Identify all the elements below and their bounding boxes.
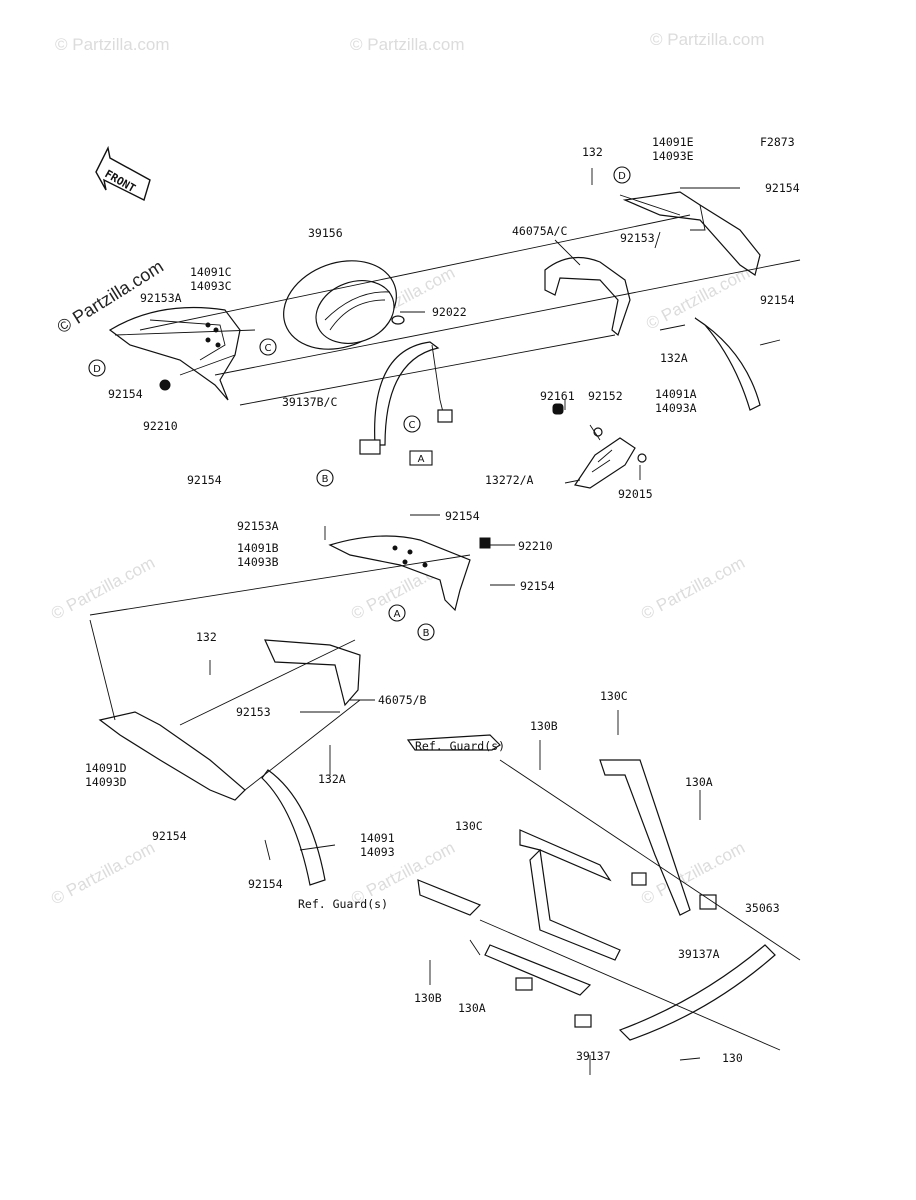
plate-13272a bbox=[552, 403, 647, 489]
part-label: 130 bbox=[722, 1051, 743, 1065]
part-label: 39137A bbox=[678, 947, 720, 961]
part-label: 92154 bbox=[152, 829, 187, 843]
part-label: 130C bbox=[600, 689, 628, 703]
ref-marker-c bbox=[259, 338, 277, 356]
part-label: 92154 bbox=[445, 509, 480, 523]
part-label: 14093A bbox=[655, 401, 697, 415]
part-label: 92154 bbox=[520, 579, 555, 593]
part-label: 92210 bbox=[518, 539, 553, 553]
part-label: Ref. Guard(s) bbox=[415, 739, 505, 753]
part-label: 39137 bbox=[576, 1049, 611, 1063]
guard-rail-upper bbox=[406, 734, 717, 961]
part-label: 92152 bbox=[588, 389, 623, 403]
cover-14091b bbox=[328, 535, 491, 612]
part-label: 92154 bbox=[187, 473, 222, 487]
strip-14091 bbox=[261, 769, 326, 886]
part-label: 130C bbox=[455, 819, 483, 833]
watermark: © Partzilla.com bbox=[55, 35, 170, 54]
strip-14091a bbox=[694, 317, 761, 411]
part-label: 14093B bbox=[237, 555, 279, 569]
backrest-frame-39137bc bbox=[359, 341, 453, 455]
watermark: © Partzilla.com bbox=[650, 30, 765, 49]
part-label: 14091D bbox=[85, 761, 127, 775]
ref-marker-c bbox=[403, 415, 421, 433]
part-label: 14091E bbox=[652, 135, 694, 149]
side-cover-14091c bbox=[108, 306, 241, 401]
svg-text:A: A bbox=[418, 454, 425, 465]
ref-marker-a bbox=[388, 604, 406, 622]
part-label: 14091B bbox=[237, 541, 279, 555]
part-label: 92154 bbox=[765, 181, 800, 195]
svg-text:D: D bbox=[618, 171, 626, 182]
ref-marker-d bbox=[88, 359, 106, 377]
part-label: 92153A bbox=[237, 519, 279, 533]
part-label: 13272/A bbox=[485, 473, 534, 487]
ref-markers: D D C C B A A B bbox=[88, 166, 631, 641]
part-label: 14093C bbox=[190, 279, 232, 293]
svg-text:B: B bbox=[423, 628, 430, 639]
guard-rail-lower bbox=[417, 879, 592, 1028]
part-label: 92210 bbox=[143, 419, 178, 433]
part-label: 132A bbox=[318, 772, 346, 786]
svg-text:C: C bbox=[409, 420, 416, 431]
part-label: 92154 bbox=[760, 293, 795, 307]
watermark: © Partzilla.com bbox=[638, 553, 748, 624]
part-label: 132A bbox=[660, 351, 688, 365]
guard-35063 bbox=[618, 944, 776, 1041]
svg-text:D: D bbox=[93, 364, 101, 375]
part-label: 130B bbox=[530, 719, 558, 733]
ref-marker-b bbox=[316, 469, 334, 487]
part-label: 130B bbox=[414, 991, 442, 1005]
part-label: 92015 bbox=[618, 487, 653, 501]
ref-marker-a bbox=[409, 450, 433, 466]
part-label: 92154 bbox=[248, 877, 283, 891]
part-label: 14091C bbox=[190, 265, 232, 279]
part-label: 92022 bbox=[432, 305, 467, 319]
part-label: 14093 bbox=[360, 845, 395, 859]
part-label: 132 bbox=[196, 630, 217, 644]
part-label: 92153 bbox=[620, 231, 655, 245]
part-label: 46075/B bbox=[378, 693, 427, 707]
part-label: 132 bbox=[582, 145, 603, 159]
part-label: 14093E bbox=[652, 149, 694, 163]
part-label: 130A bbox=[458, 1001, 486, 1015]
svg-text:A: A bbox=[394, 609, 401, 620]
watermark: © Partzilla.com bbox=[350, 35, 465, 54]
part-label: Ref. Guard(s) bbox=[298, 897, 388, 911]
seat-cushion-39156 bbox=[283, 260, 405, 350]
part-label: 92153A bbox=[140, 291, 182, 305]
ref-marker-b bbox=[417, 623, 435, 641]
part-label: 14093D bbox=[85, 775, 127, 789]
part-label: 92154 bbox=[108, 387, 143, 401]
ref-marker-d bbox=[613, 166, 631, 184]
watermark: © Partzilla.com bbox=[643, 263, 753, 334]
leader-lines bbox=[89, 168, 801, 1075]
part-label: 92153 bbox=[236, 705, 271, 719]
part-label: 46075A/C bbox=[512, 224, 567, 238]
front-arrow-icon: FRONT bbox=[95, 145, 151, 201]
side-cover-14091d bbox=[98, 711, 246, 801]
part-label: 39137B/C bbox=[282, 395, 337, 409]
svg-text:B: B bbox=[322, 474, 329, 485]
svg-text:C: C bbox=[265, 343, 272, 354]
part-label: 130A bbox=[685, 775, 713, 789]
bracket-46075b bbox=[264, 639, 361, 707]
part-label: 39156 bbox=[308, 226, 343, 240]
figure-code: F2873 bbox=[760, 135, 795, 149]
part-label: 14091A bbox=[655, 387, 697, 401]
part-labels: 132 14091E 14093E 92154 39156 46075A/C 9… bbox=[85, 135, 800, 1065]
watermark: © Partzilla.com bbox=[48, 838, 158, 909]
part-label: 35063 bbox=[745, 901, 780, 915]
part-label: 92161 bbox=[540, 389, 575, 403]
part-label: 14091 bbox=[360, 831, 395, 845]
bracket-46075ac bbox=[544, 256, 631, 337]
